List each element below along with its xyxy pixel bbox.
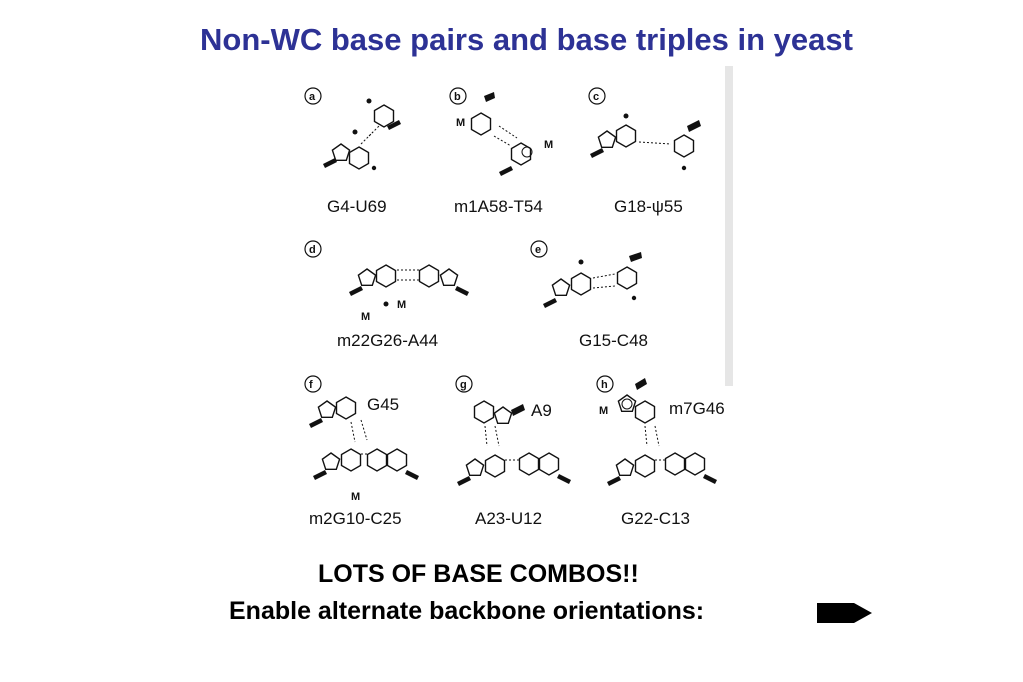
panel-h-methyl: M bbox=[599, 405, 608, 417]
panel-e-label: G15-C48 bbox=[579, 331, 648, 350]
panel-f-tag: f bbox=[309, 379, 313, 391]
panel-e: e G15-C48 bbox=[530, 240, 648, 350]
panel-f-methyl: M bbox=[351, 491, 360, 503]
panel-f-label: m2G10-C25 bbox=[309, 509, 402, 528]
panel-d: d M M m22G26-A44 bbox=[304, 240, 469, 350]
panel-d-tag: d bbox=[309, 244, 316, 256]
slide-title: Non-WC base pairs and base triples in ye… bbox=[200, 22, 853, 57]
panel-a: a G4-U69 bbox=[304, 87, 401, 216]
panel-b: b M M m1A58-T54 bbox=[449, 87, 553, 216]
panel-g: g A9 A23-U12 bbox=[455, 375, 571, 528]
panel-f: f G45 M m2G10-C25 bbox=[304, 375, 419, 528]
black-right-arrow-icon bbox=[816, 601, 874, 625]
panel-b-tag: b bbox=[454, 91, 461, 103]
panel-g-label: A23-U12 bbox=[475, 509, 542, 528]
base-pair-figure: a G4-U69 b bbox=[289, 66, 733, 540]
panel-a-tag: a bbox=[309, 91, 316, 103]
panel-e-tag: e bbox=[535, 244, 541, 256]
panel-f-third: G45 bbox=[367, 395, 399, 414]
base-combos-text: LOTS OF BASE COMBOS!! bbox=[318, 560, 639, 588]
panel-h-third: m7G46 bbox=[669, 399, 725, 418]
panel-c: c G18-ψ55 bbox=[588, 87, 701, 216]
panel-b-label: m1A58-T54 bbox=[454, 197, 543, 216]
panel-h-label: G22-C13 bbox=[621, 509, 690, 528]
backbone-orientation-text: Enable alternate backbone orientations: bbox=[229, 597, 705, 625]
panel-h-tag: h bbox=[601, 379, 608, 391]
panel-b-methyl-left: M bbox=[456, 117, 465, 129]
panel-d-label: m22G26-A44 bbox=[337, 331, 438, 350]
panel-b-methyl-right: M bbox=[544, 139, 553, 151]
panel-c-tag: c bbox=[593, 91, 599, 103]
panel-a-label: G4-U69 bbox=[327, 197, 387, 216]
panel-c-label: G18-ψ55 bbox=[614, 197, 683, 216]
panel-d-methyl-2: M bbox=[397, 299, 406, 311]
panel-d-methyl: M bbox=[361, 311, 370, 323]
panel-h: h M m7G46 G22-C13 bbox=[596, 375, 725, 528]
panel-g-tag: g bbox=[460, 379, 467, 391]
panel-g-third: A9 bbox=[531, 401, 552, 420]
